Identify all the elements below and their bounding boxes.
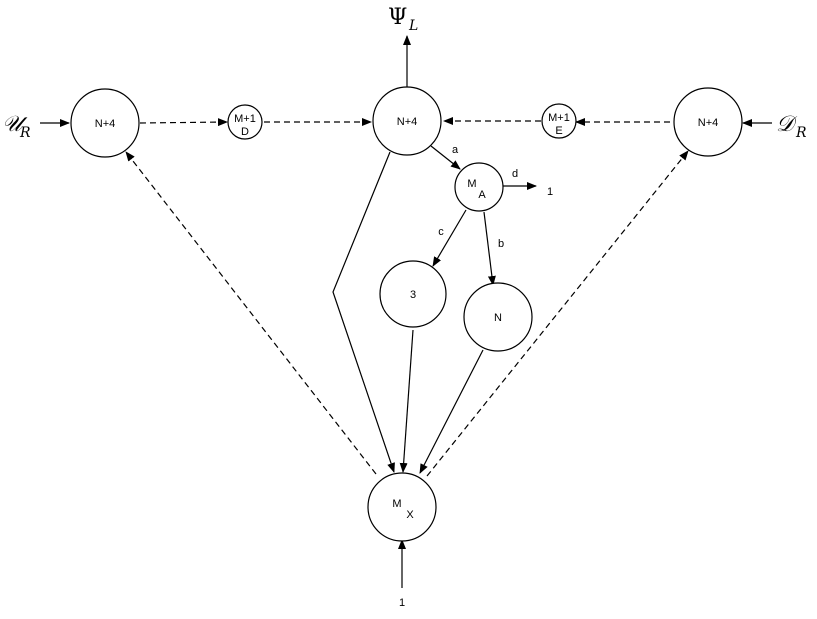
output-psi-sub: L xyxy=(408,18,418,34)
edge-center-to-mx xyxy=(332,151,395,473)
node-small-e-top: M+1 xyxy=(548,112,570,124)
node-small-d xyxy=(227,104,263,140)
node-ma-sub: A xyxy=(478,189,486,201)
node-left-label: N+4 xyxy=(95,118,116,130)
node-three-label: 3 xyxy=(410,289,416,301)
output-psi-main: Ψ xyxy=(388,5,407,30)
node-n-label: N xyxy=(494,312,502,324)
input-dr-sub: R xyxy=(795,125,807,141)
input-ur-sub: R xyxy=(19,125,31,141)
edge-label-c: c xyxy=(438,226,444,238)
edge-center-to-ma xyxy=(430,145,461,170)
node-right xyxy=(673,87,743,157)
edge-left-to-d xyxy=(139,118,228,127)
node-right-label: N+4 xyxy=(698,117,719,129)
node-mx-main: M xyxy=(392,498,401,510)
edge-label-a: a xyxy=(452,144,459,156)
edge-label-b: b xyxy=(498,238,504,250)
node-n xyxy=(463,282,533,352)
node-mx xyxy=(367,472,437,542)
node-small-e-bottom: E xyxy=(555,125,562,137)
edge-label-d: d xyxy=(512,168,518,180)
node-left xyxy=(70,88,140,158)
edge-ma-to-three xyxy=(432,209,467,267)
edge-n-to-mx xyxy=(419,349,484,474)
node-ma-main: M xyxy=(467,178,476,190)
edge-three-to-mx xyxy=(399,329,414,473)
node-small-d-top: M+1 xyxy=(234,113,256,125)
node-mx-sub: X xyxy=(406,509,414,521)
edge-mx-to-left xyxy=(125,151,377,475)
output-d-label: 1 xyxy=(547,186,553,198)
node-center xyxy=(372,86,442,156)
node-ma xyxy=(454,162,504,212)
node-small-e xyxy=(541,103,577,139)
node-center-label: N+4 xyxy=(397,116,418,128)
edge-ma-to-n xyxy=(483,211,496,286)
node-three xyxy=(379,260,447,328)
input-bottom-label: 1 xyxy=(399,597,405,609)
input-dr-main: 𝒟 xyxy=(776,112,798,137)
node-small-d-bottom: D xyxy=(241,126,249,138)
